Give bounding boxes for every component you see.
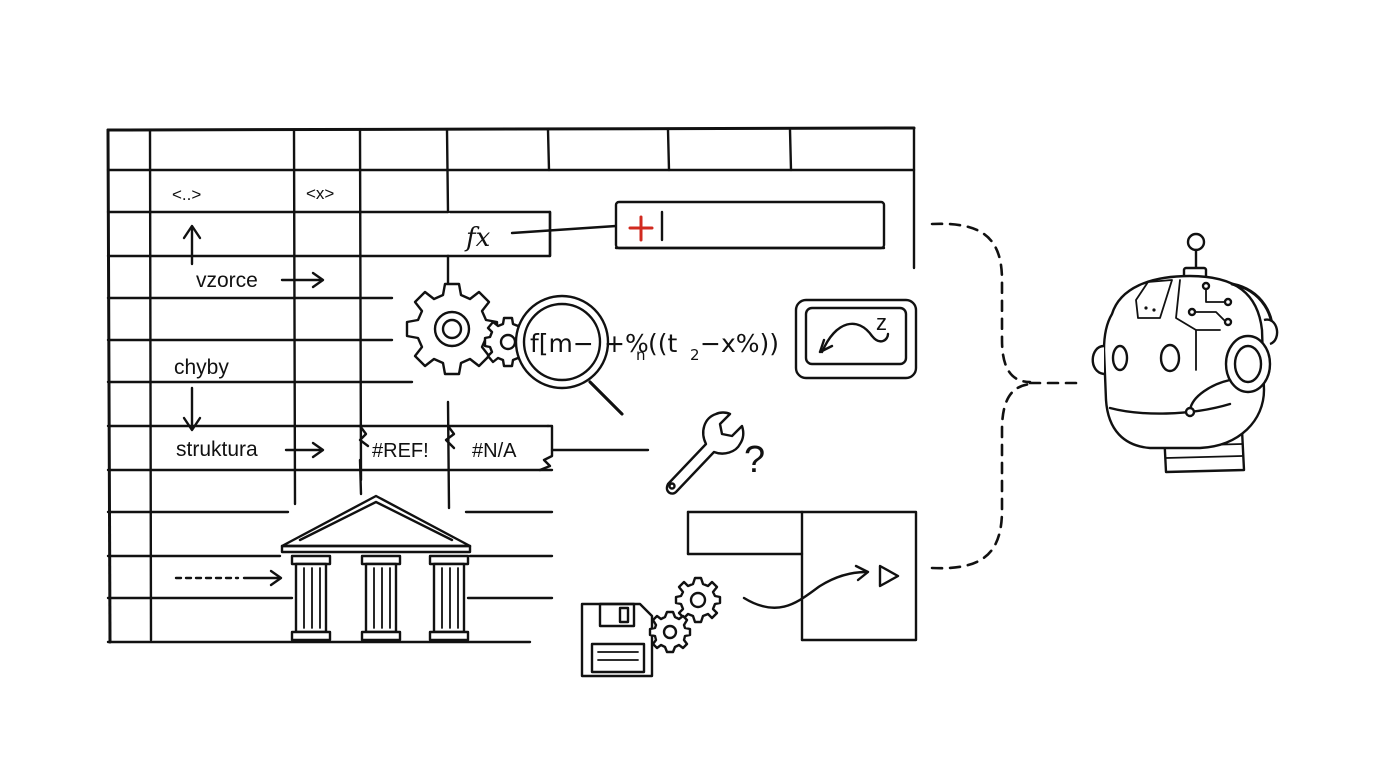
error-ref-cell: #REF! [358, 424, 550, 462]
tag-x-label: <x> [306, 184, 334, 203]
vzorce-label: vzorce [196, 269, 258, 292]
svg-text:z: z [876, 310, 887, 335]
play-icon [878, 564, 900, 588]
fx-cell[interactable]: fx [446, 210, 552, 258]
question-mark: ? [744, 439, 765, 481]
svg-text:n: n [636, 346, 646, 364]
chyby-label: chyby [174, 356, 229, 379]
dashed-connector [930, 222, 1082, 570]
gear-icon [674, 576, 722, 624]
magnifier-icon [514, 294, 624, 416]
building-icon [280, 494, 472, 642]
vertical-double-arrow-icon [182, 224, 202, 432]
svg-text:#N/A: #N/A [472, 440, 517, 462]
plus-icon [628, 215, 654, 242]
floppy-disk-icon [580, 602, 654, 678]
formula-text: f[m− +% n ((t 2 −x%)) [530, 329, 779, 364]
robot-head-icon [1091, 232, 1279, 474]
gear-icon [648, 610, 692, 654]
arrow-right-icon [280, 271, 325, 289]
svg-text:−x%)): −x%)) [700, 329, 779, 358]
spreadsheet-grid [106, 126, 916, 644]
gear-icon [405, 282, 499, 376]
svg-text:#REF!: #REF! [372, 440, 429, 462]
dotted-arrow-icon [174, 569, 283, 587]
svg-text:((t: ((t [648, 329, 678, 358]
formula-input[interactable] [614, 200, 886, 250]
output-table [686, 510, 918, 642]
wrench-icon [665, 411, 745, 495]
fx-connector [510, 224, 618, 235]
svg-text:+%: +% [604, 329, 649, 358]
svg-text:2: 2 [690, 346, 700, 364]
fx-label: fx [464, 223, 491, 253]
z-key-icon: z [794, 298, 918, 380]
svg-text:f[m−: f[m− [530, 329, 594, 358]
error-na-cell: #N/A [472, 424, 554, 472]
arrow-right-icon [284, 441, 325, 459]
tag-generic-label: <..> [172, 185, 201, 204]
struktura-label: struktura [176, 438, 258, 461]
